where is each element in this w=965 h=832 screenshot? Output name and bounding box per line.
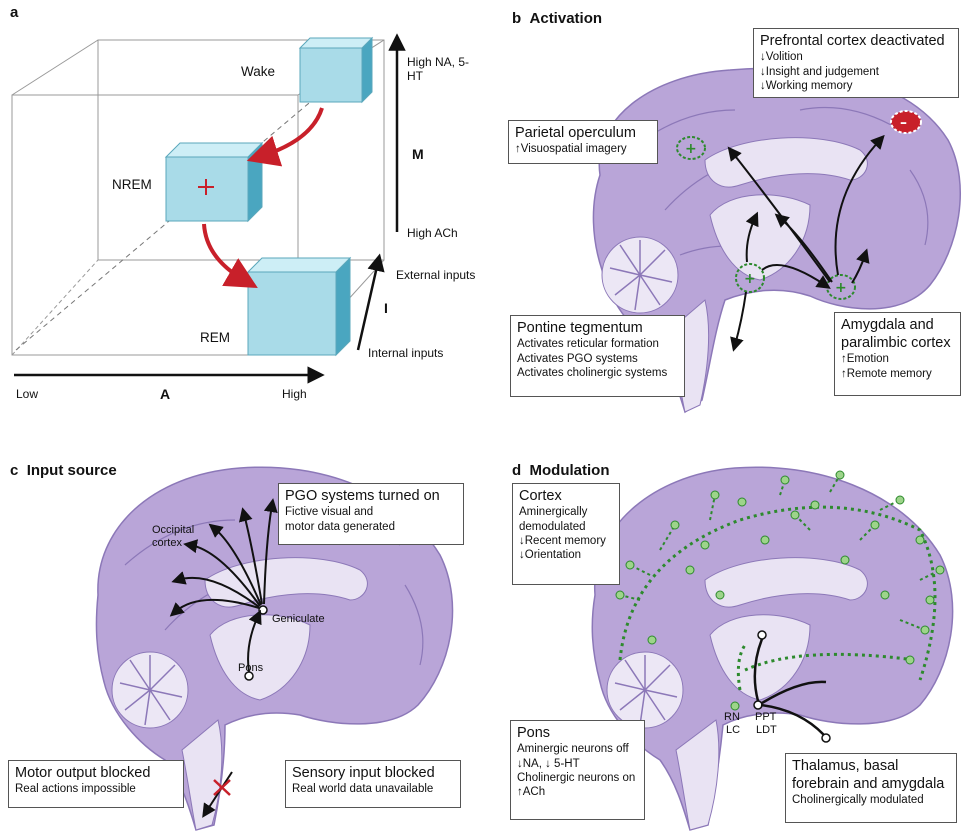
rn-label: RN [724,711,740,723]
rem-cube [248,258,350,355]
amygdala-box: Amygdala and paralimbic cortex ↑Emotion … [834,312,961,396]
svg-text:+: + [744,271,756,287]
rem-label: REM [200,330,230,345]
i-axis-top-label: External inputs [396,268,475,282]
panel-c: c Input source PGO systems turned on Fic… [0,420,480,832]
svg-text:+: + [685,141,697,157]
cortex-label: cortex [152,537,182,549]
a-axis-high-label: High [282,387,307,401]
panel-b: b Activation + – + + Prefrontal cortex d… [480,0,965,420]
m-axis-letter: M [412,146,424,162]
lc-label: LC [726,724,740,736]
motor-output-box: Motor output blocked Real actions imposs… [8,760,184,808]
nrem-label: NREM [112,177,152,192]
pons-label: Pons [238,662,263,674]
nrem-cube [166,143,262,221]
a-axis-low-label: Low [16,387,38,401]
cortex-box: Cortex Aminergically demodulated ↓Recent… [512,483,620,585]
m-axis-top-label: High NA, 5-HT [407,55,480,83]
ldt-label: LDT [756,724,777,736]
panel-d: d Modulation Cortex Aminergically [480,420,965,832]
sensory-input-box: Sensory input blocked Real world data un… [285,760,461,808]
panel-a: a [0,0,480,410]
pontine-box: Pontine tegmentum Activates reticular fo… [510,315,685,397]
m-axis-bottom-label: High ACh [407,226,458,240]
i-axis-bottom-label: Internal inputs [368,346,443,360]
pons-box: Pons Aminergic neurons off ↓NA, ↓ 5-HT C… [510,720,645,820]
parietal-box: Parietal operculum ↑Visuospatial imagery [508,120,658,164]
i-axis-letter: I [384,300,388,316]
svg-text:–: – [900,115,907,131]
geniculate-label: Geniculate [272,613,325,625]
svg-text:+: + [835,280,847,296]
wake-label: Wake [241,64,275,79]
wake-cube [300,38,372,102]
ppt-label: PPT [755,711,776,723]
a-axis-letter: A [160,386,170,402]
thalamus-box: Thalamus, basal forebrain and amygdala C… [785,753,957,823]
pgo-box: PGO systems turned on Fictive visual and… [278,483,464,545]
occipital-label: Occipital [152,524,194,536]
prefrontal-box: Prefrontal cortex deactivated ↓Volition … [753,28,959,98]
